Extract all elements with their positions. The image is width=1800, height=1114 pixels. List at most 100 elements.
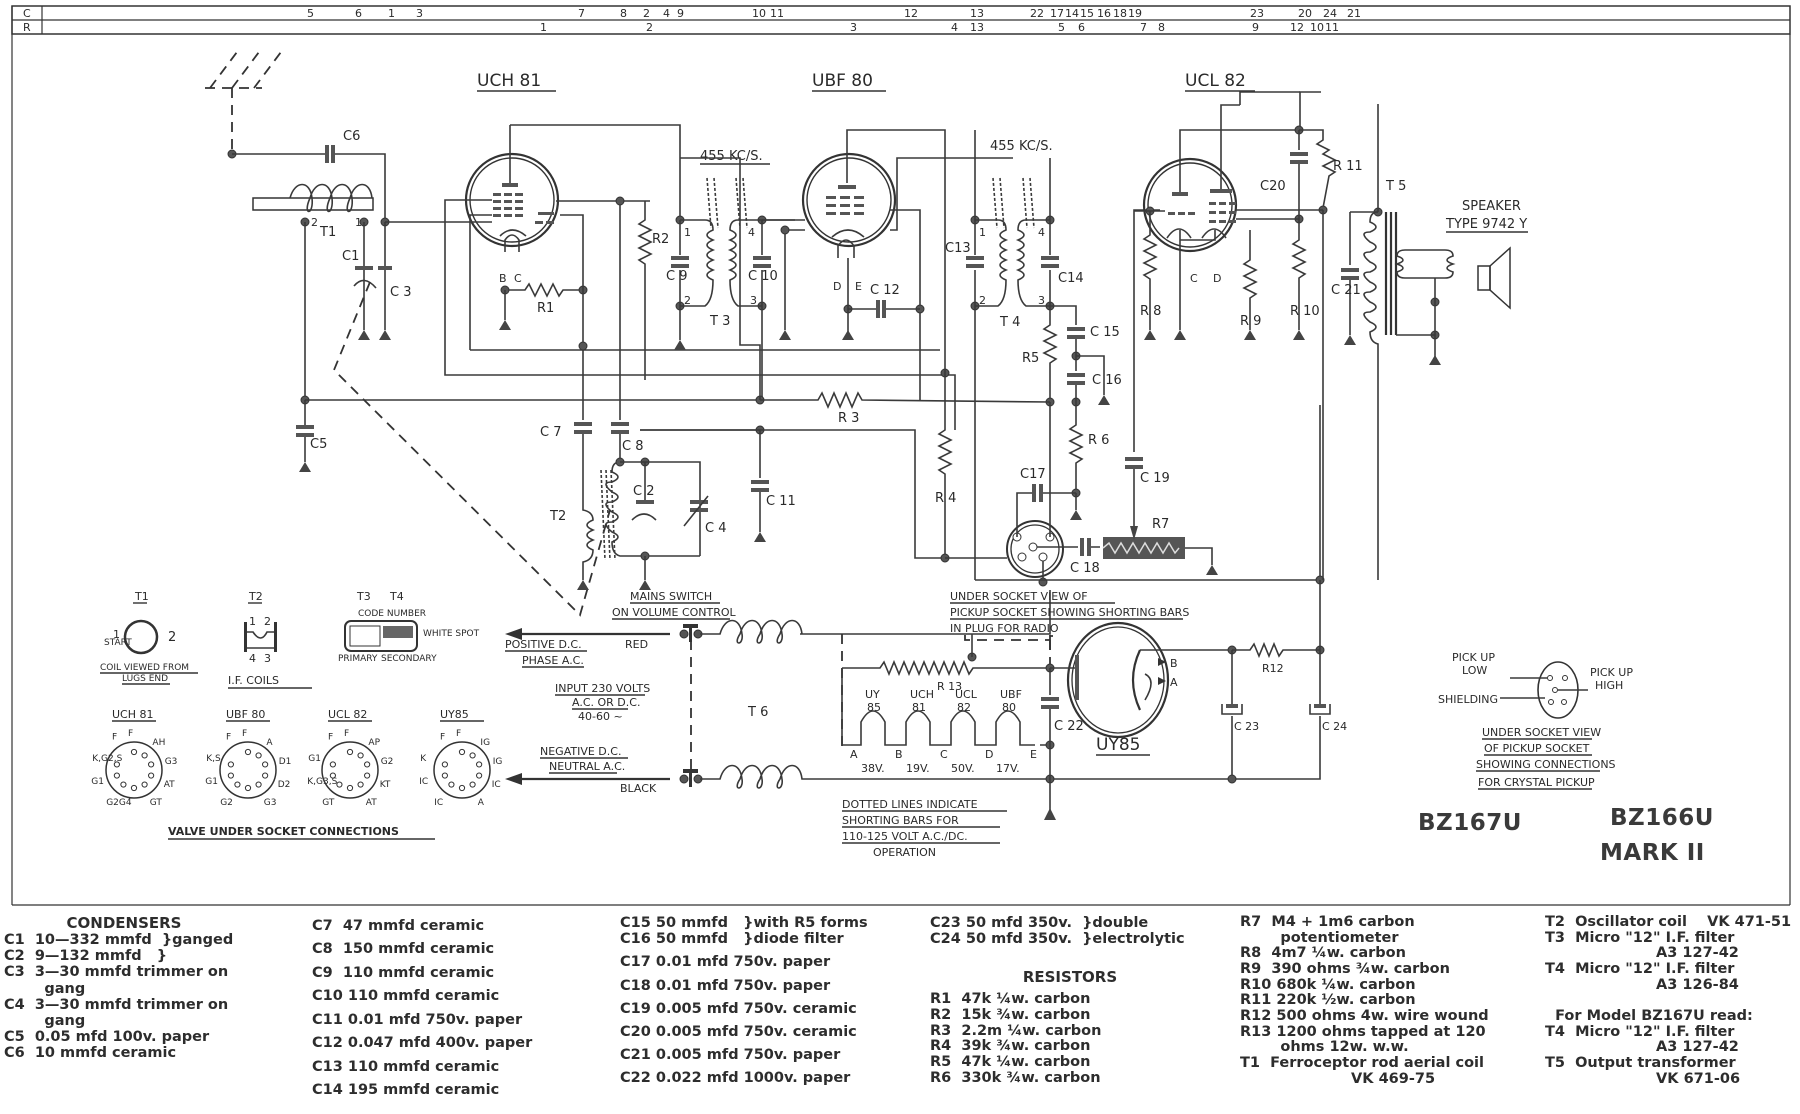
capacitor-index-20: 20: [1298, 7, 1312, 20]
socket-pin: [227, 761, 234, 768]
heater-number: 81: [912, 701, 926, 714]
pickup-low-label-2: LOW: [1462, 664, 1487, 677]
label-r4: R 4: [935, 491, 956, 506]
parts-list-item: C15 50 mmfd }with R5 forms: [620, 915, 868, 931]
label-c6: C6: [343, 129, 360, 144]
socket-pin-label: AT: [164, 780, 175, 790]
socket-pin-label: IC: [434, 798, 443, 808]
socket-pin: [364, 761, 371, 768]
pickup-socket-legend: PICK UP LOW PICK UP HIGH SHIELDING UNDER…: [1438, 651, 1633, 790]
parts-list-item: T1 Ferroceptor rod aerial coil: [1240, 1054, 1484, 1071]
label-c13: C13: [945, 241, 971, 256]
parts-list-item: T4 Micro "12" I.F. filter: [1545, 960, 1735, 977]
parts-list-item: R13 1200 ohms tapped at 120: [1240, 1023, 1486, 1040]
heater-tap-B: B: [895, 748, 903, 761]
dotted-note-2: SHORTING BARS FOR: [842, 814, 959, 827]
parts-list-item: R5 47k ¼w. carbon: [930, 1053, 1091, 1070]
label-t6: T 6: [747, 705, 768, 720]
socket-pin: [458, 748, 466, 756]
heater-tap-D: D: [985, 748, 993, 761]
socket-pin: [329, 772, 336, 779]
socket-pin: [148, 761, 155, 768]
heater-uy85: [855, 710, 900, 746]
coil-legend-t3: T3: [356, 590, 371, 603]
socket-pin: [141, 781, 148, 788]
capacitor-index-1: 1: [388, 7, 395, 20]
label-c12: C 12: [870, 283, 900, 298]
ubf80-pin-d: D: [833, 280, 841, 293]
t3-pin-1: 1: [684, 226, 691, 239]
label-t2: T2: [549, 509, 566, 524]
parts-list-item: C9 110 mmfd ceramic: [312, 964, 495, 981]
socket-pin-label: KT: [380, 780, 391, 790]
parts-list-item: C6 10 mmfd ceramic: [4, 1045, 177, 1062]
label-c19: C 19: [1140, 471, 1170, 486]
label-c15: C 15: [1090, 325, 1120, 340]
input-label-1: INPUT 230 VOLTS: [555, 682, 650, 695]
socket-pin-label: IC: [492, 780, 501, 790]
socket-pin: [441, 761, 448, 768]
speaker-label-1: SPEAKER: [1462, 199, 1521, 214]
socket-pin-label: F: [242, 729, 247, 739]
socket-pin-label: F: [128, 729, 133, 739]
t4-pin-2: 2: [979, 294, 986, 307]
socket-pin: [262, 761, 269, 768]
label-c11: C 11: [766, 494, 796, 509]
socket-pin: [336, 781, 343, 788]
parts-list-item: C22 0.022 mfd 1000v. paper: [620, 1070, 851, 1087]
socket-pin-label: G2: [220, 798, 233, 808]
pickup-low-label-1: PICK UP: [1452, 651, 1495, 664]
capacitor-index-21: 21: [1347, 7, 1361, 20]
socket-pin: [234, 781, 241, 788]
label-t1: T1: [319, 225, 336, 240]
negative-label-2: NEUTRAL A.C.: [549, 760, 625, 773]
socket-pin-label: D2: [278, 780, 291, 790]
parts-list-item: C24 50 mfd 350v. }electrolytic: [930, 931, 1185, 948]
capacitor-index-6: 6: [355, 7, 362, 20]
parts-list-item: C21 0.005 mfd 750v. paper: [620, 1047, 841, 1064]
socket-pin-label: G1: [308, 754, 321, 764]
parts-list-item: C11 0.01 mfd 750v. paper: [312, 1011, 523, 1028]
socket-pin-label: AP: [368, 738, 380, 748]
capacitor-index-10: 10: [752, 7, 766, 20]
socket-pin-label: G2: [381, 757, 394, 767]
label-c17: C17: [1020, 467, 1046, 482]
socket-title: UY85: [440, 708, 469, 721]
parts-list-item: C3 3—30 mmfd trimmer on: [4, 964, 229, 981]
resistor-index-13: 13: [970, 21, 984, 34]
parts-list-item: C14 195 mmfd ceramic: [312, 1082, 500, 1099]
label-t3: T 3: [709, 314, 730, 329]
parts-list-item: C18 0.01 mfd 750v. paper: [620, 977, 831, 994]
label-r2: R2: [652, 232, 669, 247]
resistors-title: RESISTORS: [1022, 968, 1118, 987]
heater-number: 85: [867, 701, 881, 714]
pickup-view-note-1: UNDER SOCKET VIEW: [1482, 726, 1601, 739]
parts-list-item: C16 50 mmfd }diode filter: [620, 931, 844, 948]
if-transformer-t4: 455 KC/S. 1 4 2 3 C13 C14 T 4 R5 C 15 C …: [945, 130, 1122, 580]
socket-pin: [255, 781, 262, 788]
socket-pin-label: F: [344, 729, 349, 739]
coil-legend-caption-2: LUGS END: [122, 674, 168, 684]
ubf80-section: D E C 12: [762, 129, 1013, 400]
heater-voltage: 38V.: [861, 762, 885, 775]
label-if-freq-2: 455 KC/S.: [990, 139, 1053, 154]
capacitor-index-7: 7: [578, 7, 585, 20]
t4-pin-3: 3: [1038, 294, 1045, 307]
heater-number: 82: [957, 701, 971, 714]
heater-name: UBF: [1000, 688, 1022, 701]
socket-pin: [469, 752, 476, 759]
parts-list-item: potentiometer: [1240, 929, 1399, 946]
coil-legend-start: START: [104, 638, 132, 648]
parts-list-item: C8 150 mmfd ceramic: [312, 941, 495, 958]
parts-list-item: R7 M4 + 1m6 carbon: [1240, 914, 1415, 930]
socket-pin: [130, 784, 138, 792]
valve-socket: [321, 741, 379, 799]
parts-list-item: R9 390 ohms ¾w. carbon: [1240, 960, 1450, 977]
coil-legend-t2-pin-4: 4: [249, 652, 256, 665]
